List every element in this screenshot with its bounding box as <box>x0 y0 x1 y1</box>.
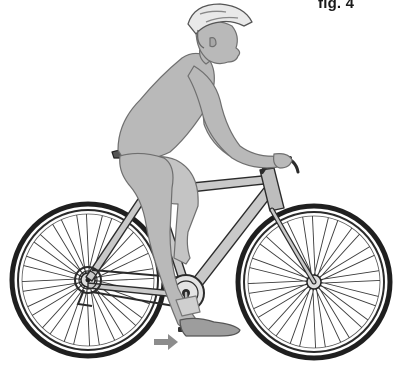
rider-shoe <box>180 318 240 336</box>
bicycle-frame <box>86 148 314 298</box>
spoke <box>320 284 368 320</box>
spoke <box>22 279 82 282</box>
spoke <box>87 286 90 346</box>
spoke <box>86 214 89 274</box>
spoke <box>320 280 380 283</box>
spoke <box>248 281 308 284</box>
spoke <box>50 286 86 334</box>
rear-wheel <box>12 204 164 356</box>
arrow-icon <box>154 334 178 350</box>
spoke <box>312 216 315 276</box>
rider-near-arm <box>188 66 284 168</box>
spoke <box>34 242 82 278</box>
rider-hand <box>274 154 292 168</box>
spoke <box>316 228 352 276</box>
spoke <box>313 288 316 348</box>
spoke <box>276 288 312 336</box>
spoke <box>94 278 154 281</box>
figure-label: fig. 4 <box>318 0 354 12</box>
